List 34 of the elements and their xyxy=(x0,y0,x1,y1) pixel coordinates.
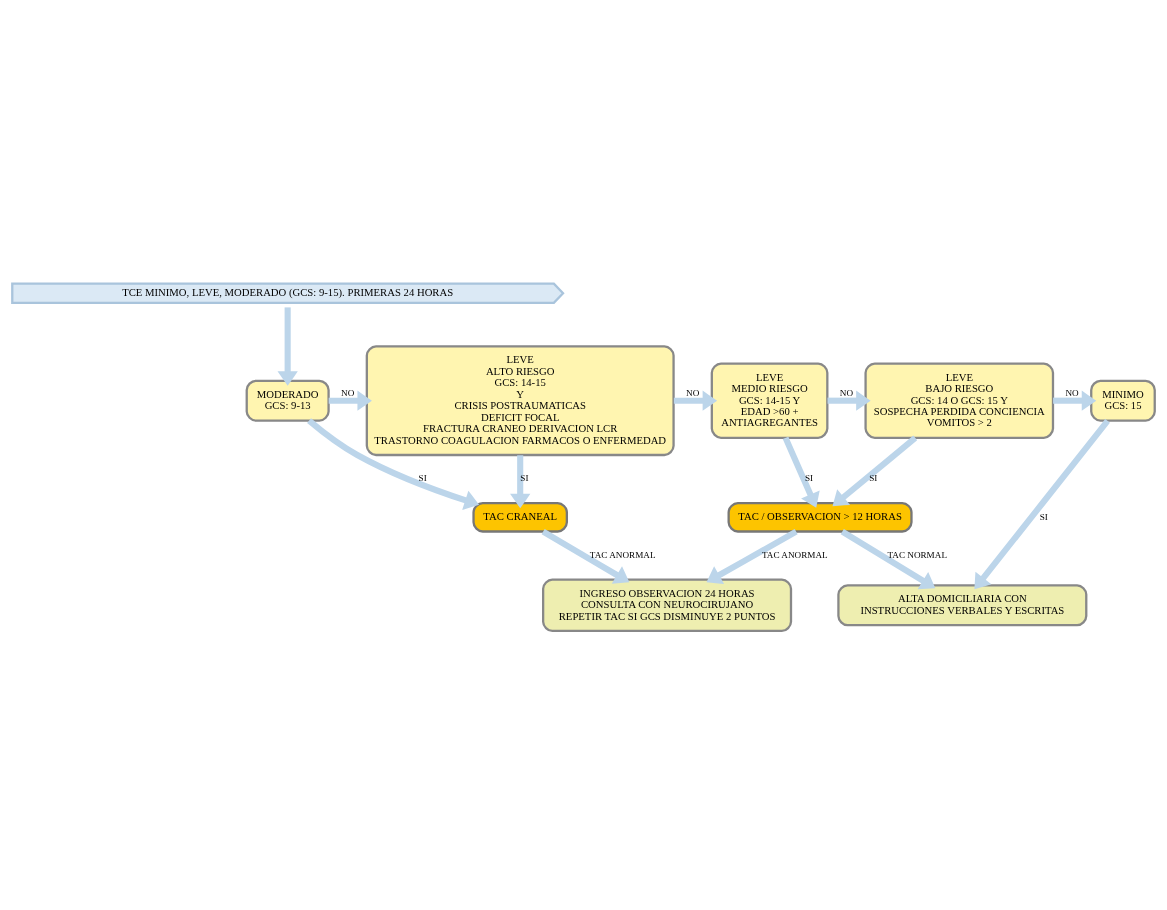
arrow xyxy=(541,529,630,584)
arrow xyxy=(510,455,531,509)
edge-label: TAC ANORMAL xyxy=(589,549,656,560)
node-box: ALTA DOMICILIARIA CON INSTRUCCIONES VERBALES Y ESCRITAS xyxy=(837,584,1088,627)
edge-label: SI xyxy=(1039,511,1048,522)
edge-label: SI xyxy=(418,473,427,484)
node-box: MINIMO GCS: 15 xyxy=(1090,379,1156,422)
arrow xyxy=(328,390,372,411)
node-box: TAC / OBSERVACION > 12 HORAS xyxy=(727,502,913,533)
edge-label: SI xyxy=(869,473,878,484)
node-box: LEVE MEDIO RIESGO GCS: 14-15 Y EDAD >60 + ANTIAGREGANTES xyxy=(710,362,829,439)
arrow xyxy=(827,390,871,411)
edge-label: TAC ANORMAL xyxy=(761,549,828,560)
edge-label: SI xyxy=(804,473,814,484)
edge-label: NO xyxy=(341,387,355,398)
arrow xyxy=(1053,390,1097,411)
arrow xyxy=(832,435,918,507)
arrow xyxy=(706,528,798,584)
edge-label: NO xyxy=(1065,387,1079,398)
arrow xyxy=(673,390,718,411)
node-box: INGRESO OBSERVACION 24 HORAS CONSULTA CON NEUROCIRUJANO REPETIR TAC SI GCS DISMINUYE 2 PUNTOS xyxy=(542,578,793,633)
edge-label: NO xyxy=(839,387,854,398)
arrow xyxy=(782,436,820,508)
node-box: LEVE ALTO RIESGO GCS: 14-15 Y CRISIS POSTRAUMATICAS DEFICIT FOCAL FRACTURA CRANEO DERIVACION LCR TRASTORNO COAGULACION FARMACOS O ENFERMEDAD xyxy=(365,345,675,457)
arrow xyxy=(277,307,298,386)
arrow xyxy=(840,529,936,590)
node-box: TAC CRANEAL xyxy=(472,502,568,533)
arrow xyxy=(307,418,480,510)
edge-label: NO xyxy=(686,387,700,398)
node-box: MODERADO GCS: 9-13 xyxy=(245,379,330,422)
node-box: LEVE BAJO RIESGO GCS: 14 O GCS: 15 Y SOSPECHA PERDIDA CONCIENCIA VOMITOS > 2 xyxy=(864,362,1055,439)
edge-label: TAC NORMAL xyxy=(887,549,947,560)
edge-label: SI xyxy=(520,473,529,484)
arrow xyxy=(974,419,1110,590)
